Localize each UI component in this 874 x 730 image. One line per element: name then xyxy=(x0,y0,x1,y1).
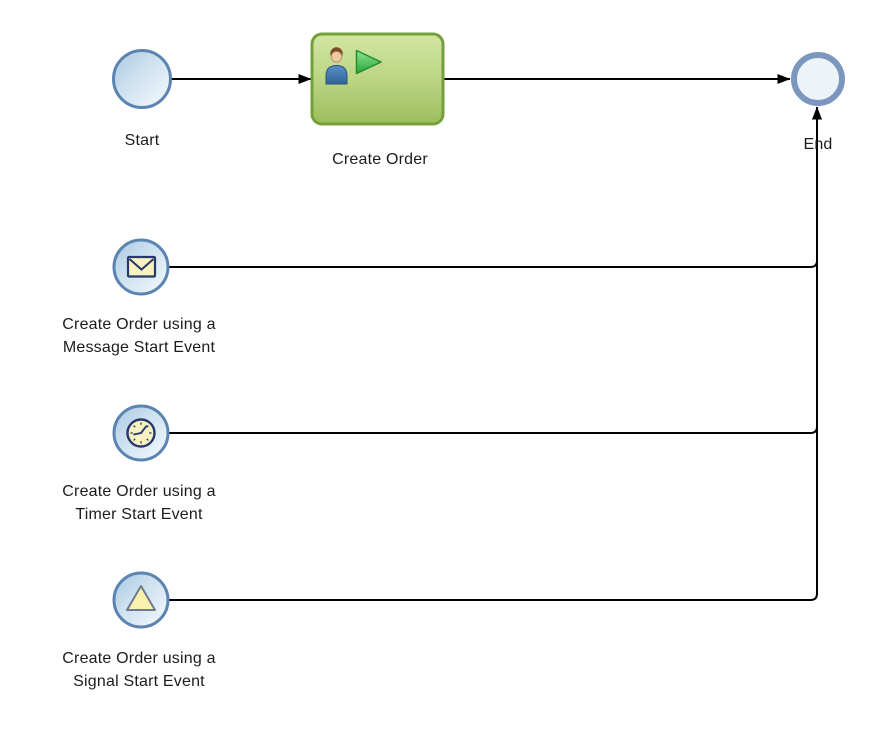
triangle-icon xyxy=(126,585,156,611)
start-event-label: Start xyxy=(124,132,160,149)
message-label-line1: Create Order using a xyxy=(62,316,216,333)
sequence-flow-timer-to-end[interactable] xyxy=(168,118,818,434)
message-start-event-node[interactable] xyxy=(112,238,170,296)
envelope-icon xyxy=(126,255,157,278)
message-label-line2: Message Start Event xyxy=(62,339,216,356)
sequence-flow-message-to-end[interactable] xyxy=(168,118,818,268)
start-event-node[interactable] xyxy=(112,49,172,109)
play-icon xyxy=(355,49,382,75)
user-icon xyxy=(325,47,348,85)
start-event-circle xyxy=(112,49,172,109)
timer-label-line2: Timer Start Event xyxy=(75,506,203,523)
timer-start-event-label: Create Order using a Timer Start Event xyxy=(0,480,278,526)
timer-label-line1: Create Order using a xyxy=(62,483,216,500)
sequence-flow-signal-to-end[interactable] xyxy=(168,106,822,601)
end-event-node[interactable] xyxy=(791,52,845,106)
task-label: Create Order xyxy=(332,151,428,168)
signal-label-line2: Signal Start Event xyxy=(73,673,205,690)
signal-start-event-node[interactable] xyxy=(112,571,170,629)
clock-icon xyxy=(126,418,156,448)
timer-start-event-node[interactable] xyxy=(112,404,170,462)
task-rect xyxy=(310,32,445,126)
message-start-event-label: Create Order using a Message Start Event xyxy=(0,313,278,359)
signal-start-event-label: Create Order using a Signal Start Event xyxy=(0,647,278,693)
end-event-circle xyxy=(791,52,845,106)
task-node-create-order[interactable] xyxy=(310,32,445,126)
end-event-label: End xyxy=(803,136,833,153)
signal-label-line1: Create Order using a xyxy=(62,650,216,667)
